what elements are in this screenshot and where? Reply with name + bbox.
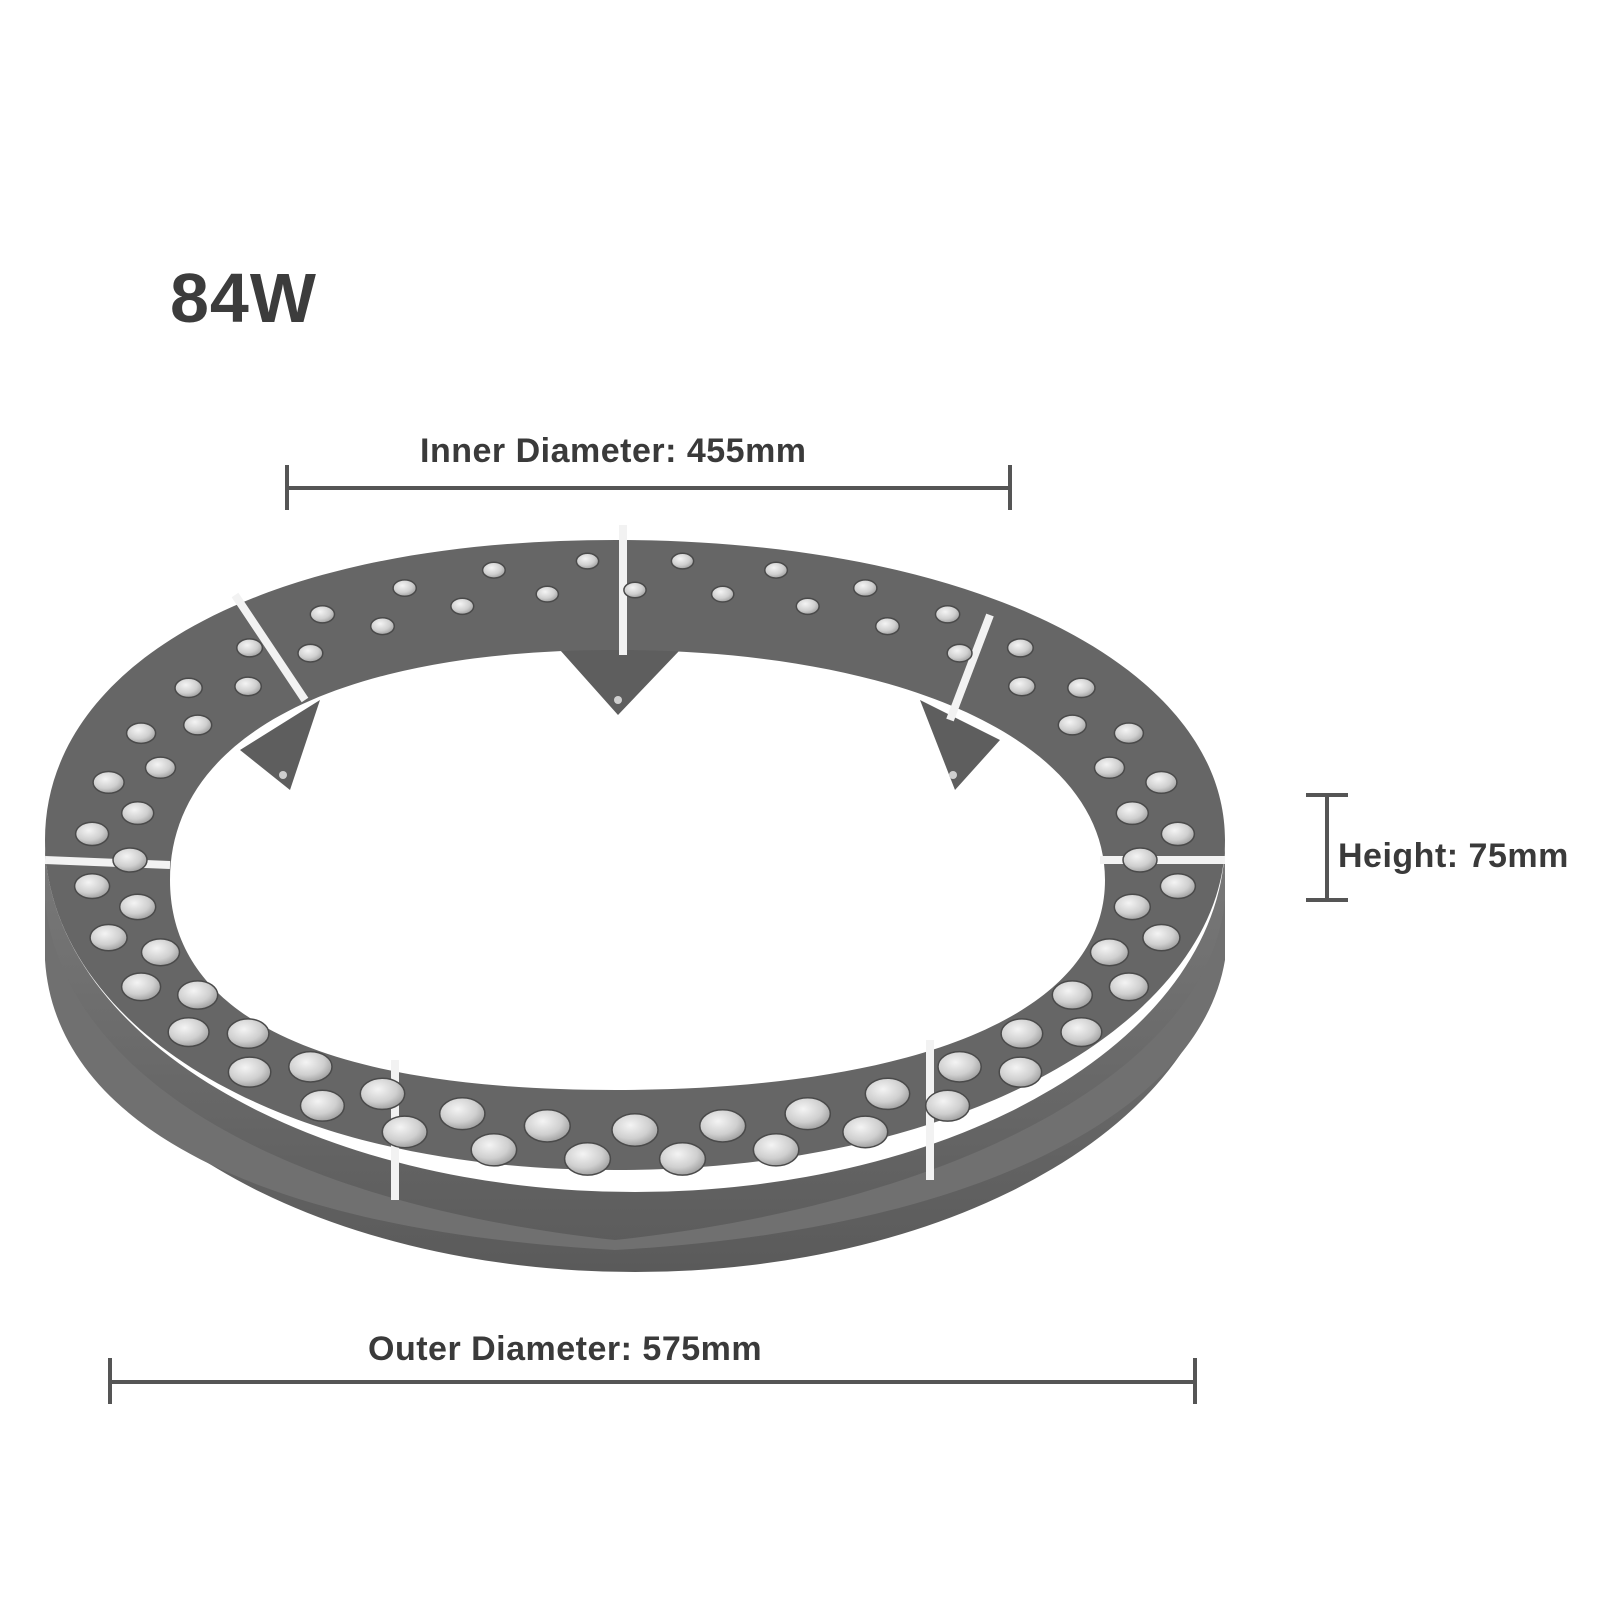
led-lens	[450, 597, 475, 616]
outer-diameter-dimension-line	[108, 1358, 1197, 1404]
led-lens	[874, 617, 901, 636]
led-lens	[1159, 872, 1197, 900]
led-lens	[176, 980, 219, 1010]
led-lens	[1108, 972, 1150, 1002]
ring-housing	[44, 540, 1226, 1273]
led-lens	[1160, 821, 1196, 847]
led-lens	[167, 1016, 210, 1048]
led-lens	[998, 1056, 1043, 1088]
led-lens	[236, 638, 264, 658]
led-lens	[288, 1050, 333, 1083]
led-lens	[120, 801, 155, 826]
led-lens	[89, 923, 128, 952]
led-lens	[234, 676, 263, 697]
led-lens	[842, 1115, 889, 1149]
led-lens	[226, 1018, 270, 1050]
led-lens	[924, 1089, 971, 1122]
wattage-heading: 84W	[170, 259, 317, 337]
led-lens	[73, 872, 111, 900]
led-lens	[1113, 893, 1152, 921]
led-lens	[1142, 923, 1181, 952]
led-lens	[140, 938, 181, 967]
led-lens	[937, 1050, 982, 1083]
led-lens	[670, 552, 695, 570]
height-dimension-line	[1306, 793, 1348, 902]
led-lens	[174, 677, 203, 699]
led-lens	[752, 1132, 800, 1167]
led-lens	[523, 1109, 571, 1143]
led-lens	[144, 756, 177, 780]
led-lens	[563, 1141, 612, 1176]
led-lens	[1051, 980, 1094, 1010]
led-lens	[309, 604, 336, 624]
led-lens	[1113, 722, 1145, 745]
led-lens	[182, 714, 213, 736]
led-lens	[1115, 801, 1150, 826]
led-lens	[710, 585, 735, 603]
led-lens	[1067, 677, 1096, 699]
led-lens	[1089, 938, 1130, 967]
led-lens	[481, 561, 506, 579]
led-lens	[392, 579, 418, 598]
inner-diameter-label: Inner Diameter: 455mm	[420, 432, 807, 470]
led-lens	[1007, 676, 1036, 697]
led-lens	[1060, 1016, 1103, 1048]
led-lens	[369, 617, 396, 636]
led-lens	[438, 1097, 486, 1131]
led-lens	[699, 1109, 747, 1143]
led-lens	[575, 552, 600, 570]
mounting-brackets	[240, 650, 1000, 790]
led-lens	[795, 597, 820, 616]
led-lens	[227, 1056, 272, 1088]
led-lens	[1000, 1018, 1044, 1050]
inner-diameter-dimension-line	[285, 465, 1012, 510]
led-lens	[299, 1089, 346, 1122]
led-lens	[112, 847, 148, 873]
led-lens	[470, 1132, 518, 1167]
outer-diameter-label: Outer Diameter: 575mm	[368, 1330, 763, 1368]
led-lens	[658, 1141, 707, 1176]
height-label: Height: 75mm	[1338, 837, 1569, 875]
led-lens	[623, 581, 647, 599]
led-lens	[535, 585, 560, 603]
led-lens	[74, 821, 110, 847]
led-lens	[764, 561, 789, 579]
led-lens	[1057, 714, 1088, 736]
led-lens	[852, 579, 878, 598]
led-lens	[1145, 770, 1178, 795]
led-lens	[297, 643, 324, 663]
led-lens	[381, 1115, 428, 1149]
led-lens	[92, 770, 125, 795]
led-lens	[934, 604, 961, 624]
led-lens	[611, 1113, 659, 1147]
led-lens	[359, 1077, 406, 1111]
led-lens	[118, 893, 157, 921]
led-lens	[784, 1097, 832, 1131]
led-lens	[1093, 756, 1126, 780]
led-lens	[120, 972, 162, 1002]
led-lens-array	[73, 552, 1197, 1176]
led-lens	[864, 1077, 911, 1111]
led-lens	[1122, 847, 1158, 873]
led-lens	[125, 722, 157, 745]
led-lens	[1006, 638, 1034, 658]
led-lens	[946, 643, 973, 663]
